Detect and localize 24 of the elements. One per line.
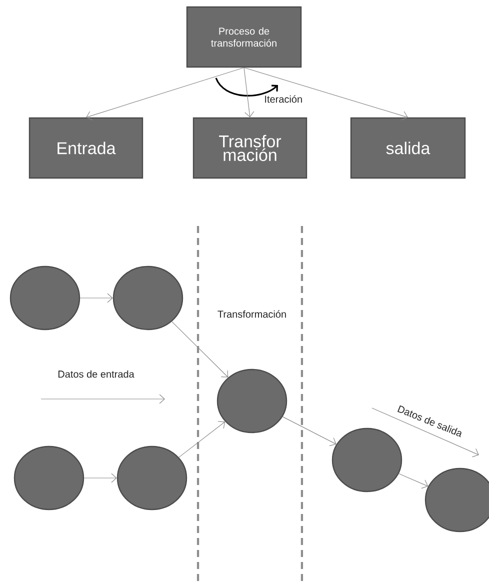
process-box: Proceso de transformación: [186, 6, 302, 68]
arrow: [86, 67, 244, 120]
circle: [424, 468, 489, 532]
text-label: Datos de entrada: [58, 370, 134, 378]
arrow: [80, 293, 113, 303]
circle: [14, 446, 84, 510]
circle: [116, 446, 188, 510]
arrow: [244, 67, 408, 120]
arrow: [178, 421, 226, 458]
text-label: Transformación: [218, 310, 286, 318]
process-box: salida: [350, 117, 466, 179]
arrow: [282, 416, 336, 446]
arrow: [84, 473, 117, 483]
arrow: [398, 473, 428, 489]
text-label: Iteración: [265, 95, 302, 103]
process-box: Entrada: [28, 117, 144, 179]
arrow: [244, 67, 254, 118]
circle: [112, 266, 184, 330]
process-box: Transfor mación: [192, 117, 308, 179]
circle: [216, 368, 288, 434]
arrow: [172, 321, 228, 378]
circle: [332, 428, 402, 492]
text-label: Datos de salida: [397, 405, 462, 438]
circle: [10, 266, 80, 330]
